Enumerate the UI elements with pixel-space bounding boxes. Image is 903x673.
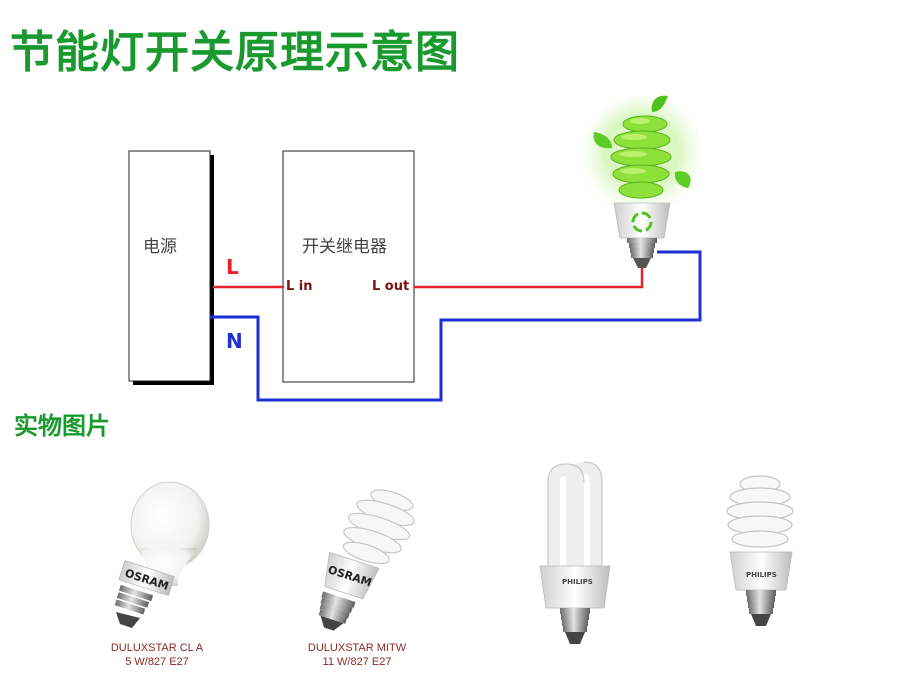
- l-in-label: L in: [286, 279, 313, 294]
- photo-brand-3: PHILIPS: [562, 578, 593, 586]
- live-wire: [213, 268, 644, 289]
- photo-philips-u-tube-bulb: PHILIPS: [539, 461, 611, 644]
- power-source-label: 电源: [143, 237, 177, 257]
- photo-caption-2: DULUXSTAR MITW 11 W/827 E27: [272, 641, 442, 669]
- live-label: L: [226, 255, 239, 279]
- relay-label: 开关继电器: [302, 237, 387, 257]
- neutral-wire: [210, 250, 702, 402]
- section-subtitle: 实物图片: [14, 411, 110, 440]
- relay-box: 开关继电器 L in L out: [282, 150, 415, 383]
- caption-line-2: 11 W/827 E27: [322, 656, 392, 668]
- photo-brand-4: PHILIPS: [746, 571, 777, 579]
- l-out-label: L out: [372, 279, 409, 294]
- photo-osram-spiral-bulb: OSRAM: [318, 489, 415, 631]
- green-cfl-lamp-icon: [580, 95, 704, 268]
- caption-line-1: DULUXSTAR MITW: [307, 642, 407, 654]
- caption-line-2: 5 W/827 E27: [125, 656, 189, 668]
- neutral-label: N: [226, 329, 243, 353]
- power-source-box: 电源: [128, 150, 214, 385]
- photo-caption-1: DULUXSTAR CL A 5 W/827 E27: [72, 641, 242, 669]
- caption-line-1: DULUXSTAR CL A: [110, 642, 204, 654]
- photo-philips-spiral-bulb: PHILIPS: [726, 475, 794, 626]
- photo-osram-globe-bulb: OSRAM: [114, 481, 210, 628]
- page-title: 节能灯开关原理示意图: [10, 27, 460, 78]
